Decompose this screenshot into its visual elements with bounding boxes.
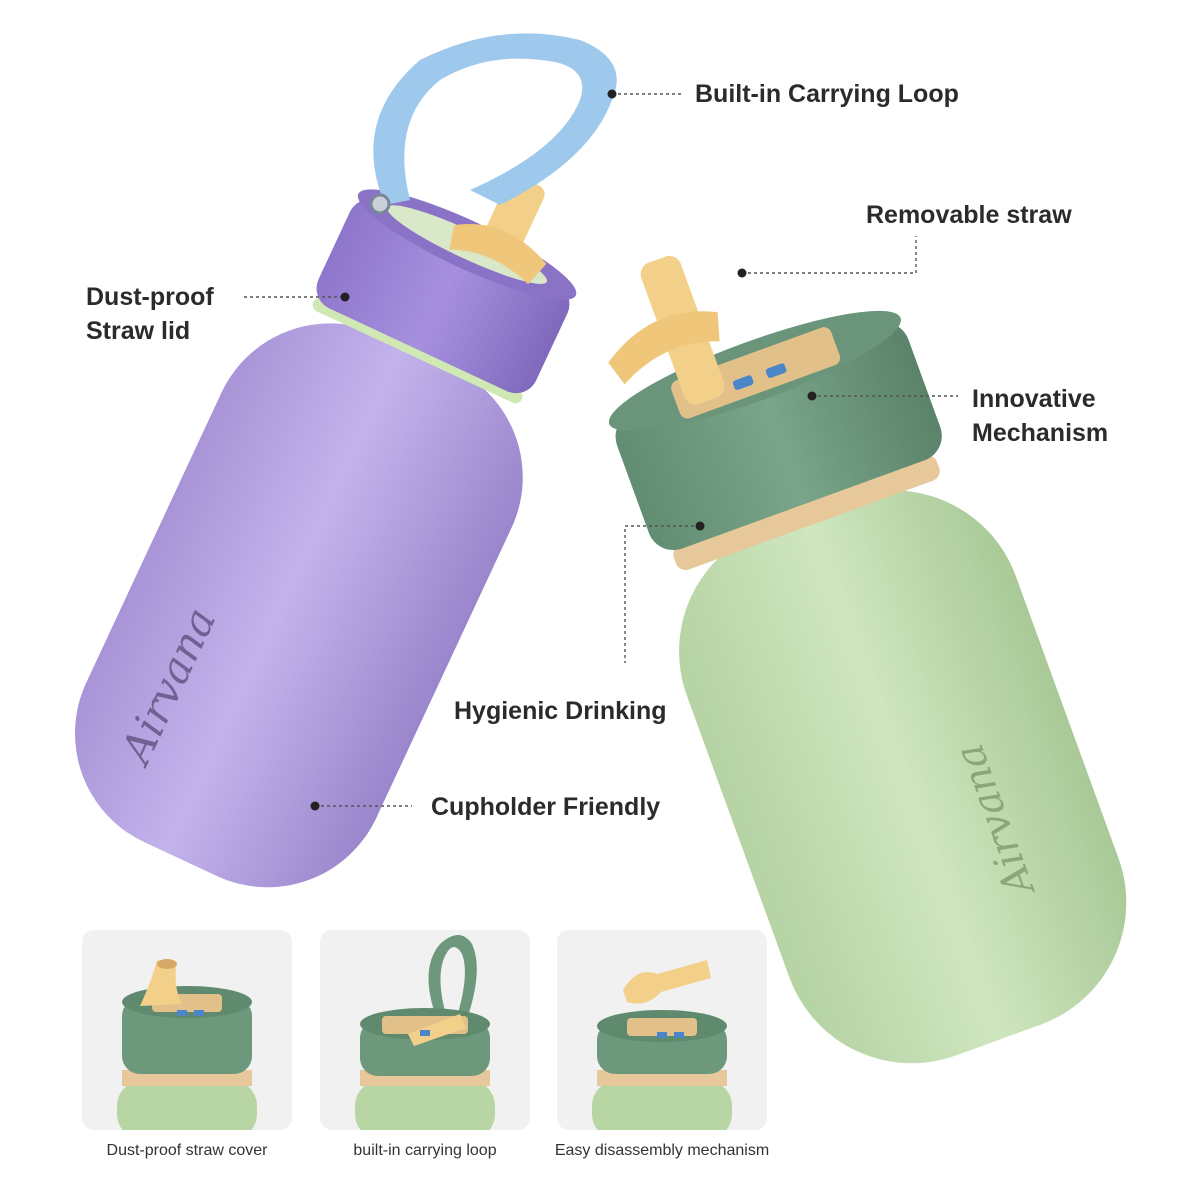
purple-bottle: Airvana [74, 175, 577, 888]
thumbnail-card-2 [320, 930, 530, 1130]
green-bottle-ring [673, 455, 940, 571]
caption-card-3: Easy disassembly mechanism [554, 1142, 770, 1159]
callout-innovative-line1: Innovative [972, 385, 1096, 413]
green-bottle-lid [615, 322, 942, 551]
green-bottle-body [679, 490, 1127, 1064]
callout-hygienic: Hygienic Drinking [454, 694, 667, 728]
caption-card-2: built-in carrying loop [353, 1142, 497, 1159]
callout-removable-straw-text: Removable straw [866, 201, 1072, 229]
caption-card-1: Dust-proof straw cover [106, 1142, 268, 1159]
callout-dust-proof-line2: Straw lid [86, 317, 191, 345]
thumbnail-card-3 [557, 930, 767, 1130]
green-bottle: Airvana [608, 255, 1127, 1064]
purple-bottle-straw [449, 175, 547, 285]
callout-dust-proof-line1: Dust-proof [86, 283, 214, 311]
carrying-loop [369, 33, 617, 215]
callout-cupholder: Cupholder Friendly [431, 790, 660, 824]
leader-dots [310, 89, 817, 811]
callout-carrying-loop: Built-in Carrying Loop [695, 77, 959, 111]
purple-bottle-lid [316, 199, 570, 394]
green-bottle-straw [608, 255, 725, 405]
thumbnail-1-illustration [117, 959, 257, 1130]
callout-cupholder-text: Cupholder Friendly [431, 793, 661, 821]
callout-carrying-loop-text: Built-in Carrying Loop [695, 80, 959, 108]
callout-removable-straw: Removable straw [866, 198, 1072, 232]
thumbnail-3-illustration [592, 960, 732, 1130]
callout-dust-proof: Dust-proof Straw lid [86, 280, 214, 348]
callout-innovative: Innovative Mechanism [972, 382, 1108, 450]
callout-hygienic-text: Hygienic Drinking [454, 697, 667, 725]
purple-bottle-body [74, 323, 523, 888]
thumbnail-card-1 [82, 930, 292, 1130]
thumbnail-2-illustration [355, 935, 495, 1130]
callout-innovative-line2: Mechanism [972, 419, 1109, 447]
leader-lines [244, 93, 958, 807]
